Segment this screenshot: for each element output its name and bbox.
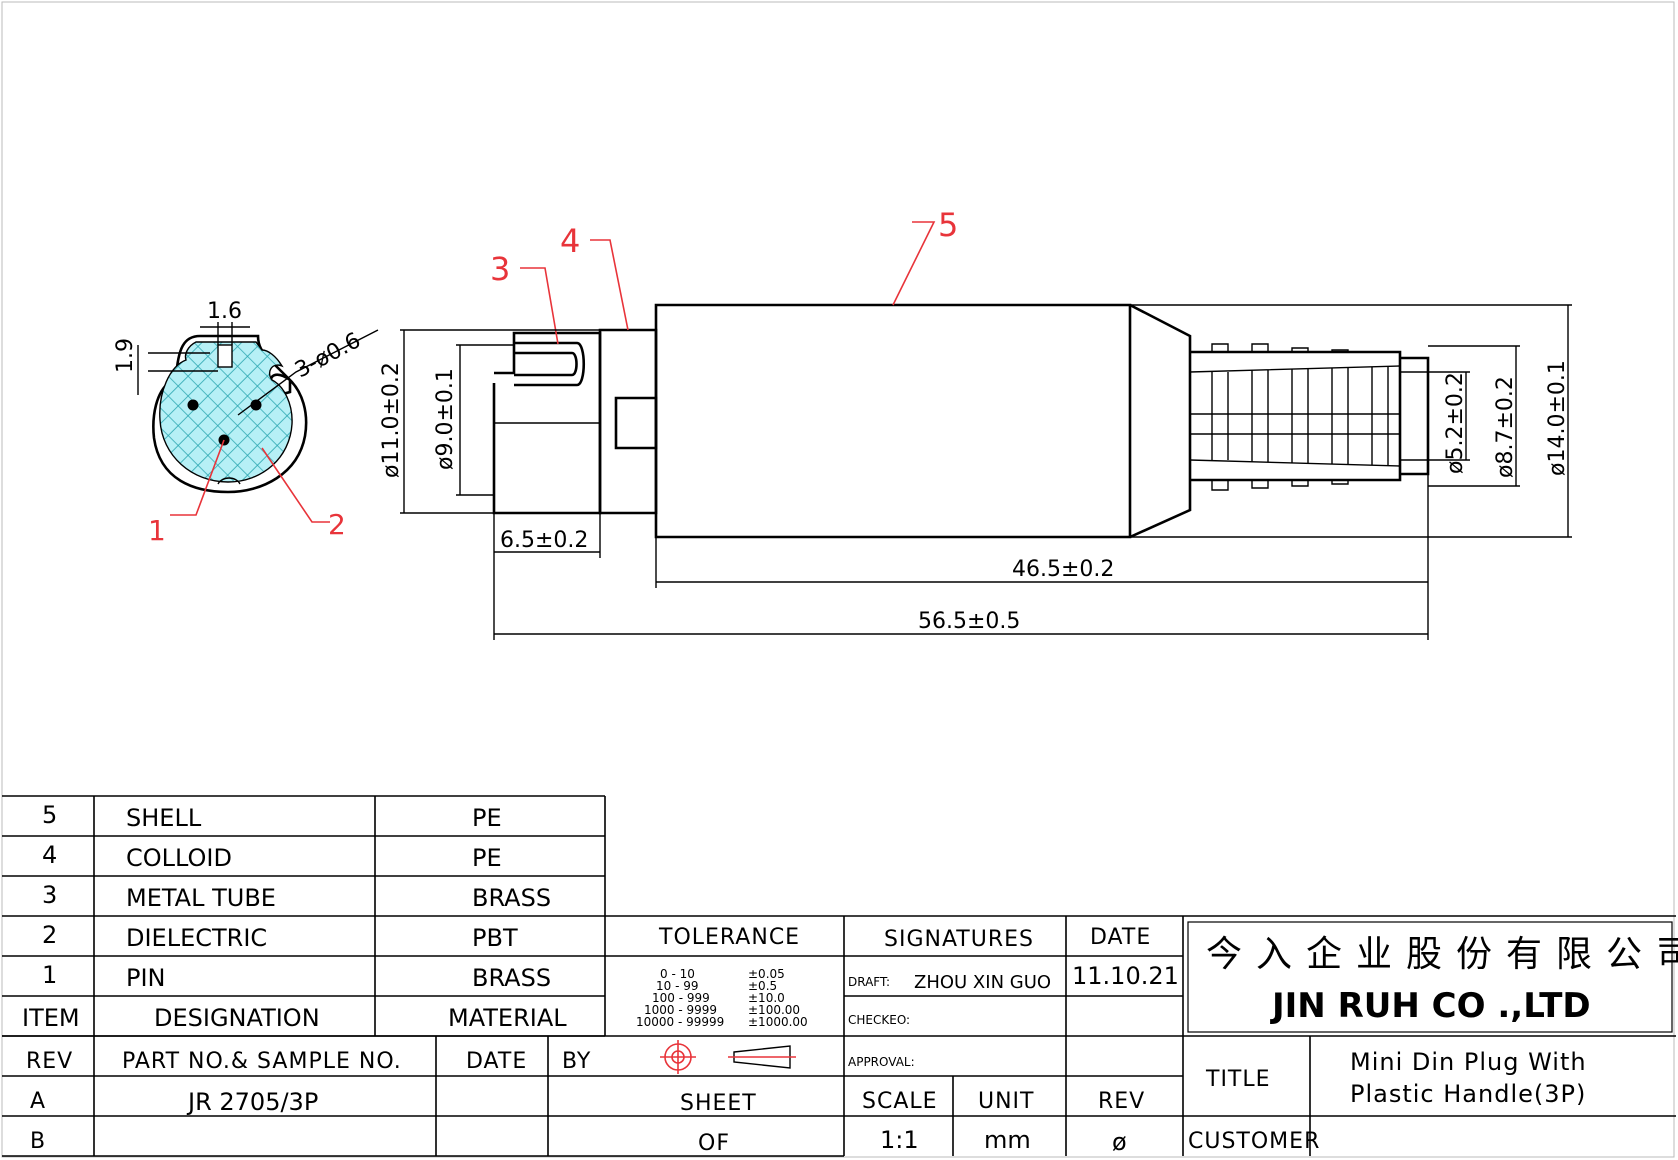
svg-text:±0.5: ±0.5 [748,979,777,993]
bom-row: 4 COLLOID PE [42,841,502,872]
callout-3: 3 [490,250,510,288]
svg-text:CHECKEO:: CHECKEO: [848,1013,910,1027]
dim-d11: ø11.0±0.2 [379,362,404,478]
svg-text:ITEM: ITEM [22,1004,80,1032]
svg-text:COLLOID: COLLOID [126,844,232,872]
pin-1 [187,399,199,411]
svg-text:1: 1 [42,961,57,989]
svg-text:TOLERANCE: TOLERANCE [658,925,800,950]
svg-text:1000 - 9999: 1000 - 9999 [644,1003,717,1017]
svg-text:10 - 99: 10 - 99 [656,979,699,993]
svg-text:Plastic Handle(3P): Plastic Handle(3P) [1350,1080,1586,1108]
svg-text:PART NO.& SAMPLE NO.: PART NO.& SAMPLE NO. [122,1049,402,1074]
svg-text:±100.00: ±100.00 [748,1003,800,1017]
svg-text:JR 2705/3P: JR 2705/3P [186,1088,318,1116]
svg-text:DRAFT:: DRAFT: [848,975,890,989]
svg-text:2: 2 [42,921,57,949]
svg-text:DATE: DATE [466,1049,527,1074]
svg-text:4: 4 [42,841,57,869]
projection-symbol-icon [660,1040,796,1074]
title-block: TITLE Mini Din Plug With Plastic Handle(… [1188,1036,1587,1156]
company-block: 今入企业股份有限公司 JIN RUH CO .,LTD [1183,915,1678,1117]
dim-d14: ø14.0±0.1 [1545,360,1570,476]
signatures-block: SIGNATURES DATE DRAFT: ZHOU XIN GUO 11.1… [844,915,1184,1156]
dielectric-insert [159,341,293,483]
svg-text:METAL TUBE: METAL TUBE [126,884,276,912]
dim-pin-dia: 3-ø0.6 [291,328,365,383]
svg-text:10000 - 99999: 10000 - 99999 [636,1015,724,1029]
svg-text:APPROVAL:: APPROVAL: [848,1055,915,1069]
callout-4: 4 [560,222,580,260]
svg-text:5: 5 [42,801,57,829]
svg-text:REV: REV [1098,1089,1145,1114]
dim-d52: ø5.2±0.2 [1443,372,1468,474]
rev-row: B [30,1129,46,1154]
bom-row: 3 METAL TUBE BRASS [42,881,551,912]
svg-text:MATERIAL: MATERIAL [448,1004,567,1032]
svg-text:BY: BY [562,1049,591,1074]
dim-key-depth: 1.9 [113,338,138,373]
svg-text:PE: PE [472,844,502,872]
svg-text:DESIGNATION: DESIGNATION [154,1004,320,1032]
dim-d9: ø9.0±0.1 [433,368,458,470]
svg-text:B: B [30,1129,46,1154]
side-view: 3 4 5 ø11.0±0.2 ø9.0±0.1 6.5±0.2 46.5±0.… [379,206,1572,640]
company-name-english: JIN RUH CO .,LTD [1270,986,1591,1026]
dim-key-width: 1.6 [207,299,242,324]
bom-row: 5 SHELL PE [42,801,502,832]
svg-text:PE: PE [472,804,502,832]
svg-text:A: A [30,1089,46,1114]
svg-text:REV: REV [26,1049,73,1074]
svg-text:SHEET: SHEET [680,1091,757,1116]
svg-text:BRASS: BRASS [472,884,551,912]
svg-text:ZHOU XIN GUO: ZHOU XIN GUO [914,972,1051,993]
svg-text:1:1: 1:1 [880,1126,919,1154]
svg-text:PIN: PIN [126,964,166,992]
svg-text:DIELECTRIC: DIELECTRIC [126,924,267,952]
dim-len565: 56.5±0.5 [918,609,1020,634]
dim-d87: ø8.7±0.2 [1493,376,1518,478]
revision-table: REV PART NO.& SAMPLE NO. DATE BY A JR 27… [2,1035,605,1157]
svg-text:11.10.21: 11.10.21 [1072,962,1179,990]
svg-text:0 - 10: 0 - 10 [660,967,695,981]
bill-of-materials: 5 SHELL PE 4 COLLOID PE 3 METAL TUBE BRA… [2,795,606,1037]
svg-text:±10.0: ±10.0 [748,991,785,1005]
pin-2 [250,399,262,411]
svg-text:OF: OF [698,1131,730,1156]
svg-text:3: 3 [42,881,57,909]
drawing-title: Mini Din Plug With [1350,1048,1587,1076]
handle-ribs [1211,343,1389,491]
bom-row: 2 DIELECTRIC PBT [42,921,518,952]
callout-1: 1 [148,514,166,547]
svg-text:CUSTOMER: CUSTOMER [1188,1129,1320,1154]
rev-row: A JR 2705/3P [30,1088,318,1116]
svg-text:DATE: DATE [1090,925,1151,950]
bom-row: 1 PIN BRASS [42,961,551,992]
front-view: 1.6 1.9 3-ø0.6 1 2 [113,299,379,547]
callout-5: 5 [938,206,958,244]
svg-text:±1000.00: ±1000.00 [748,1015,808,1029]
tolerance-block: TOLERANCE 0 - 10 10 - 99 100 - 999 1000 … [605,915,845,1157]
svg-text:100 - 999: 100 - 999 [652,991,710,1005]
tolerance-ranges: 0 - 10 10 - 99 100 - 999 1000 - 9999 100… [636,967,808,1029]
svg-text:BRASS: BRASS [472,964,551,992]
dim-len465: 46.5±0.2 [1012,557,1114,582]
svg-text:SHELL: SHELL [126,804,202,832]
company-name-chinese: 今入企业股份有限公司 [1206,934,1678,975]
dim-len65: 6.5±0.2 [500,528,588,553]
svg-text:SIGNATURES: SIGNATURES [884,927,1034,952]
svg-text:UNIT: UNIT [978,1089,1035,1114]
callout-2: 2 [328,508,346,541]
svg-text:PBT: PBT [472,924,518,952]
svg-text:ø: ø [1112,1128,1127,1156]
svg-text:±0.05: ±0.05 [748,967,785,981]
bom-header: ITEM DESIGNATION MATERIAL [22,1004,567,1032]
svg-text:TITLE: TITLE [1205,1067,1271,1092]
svg-text:mm: mm [984,1126,1031,1154]
svg-text:SCALE: SCALE [862,1089,938,1114]
